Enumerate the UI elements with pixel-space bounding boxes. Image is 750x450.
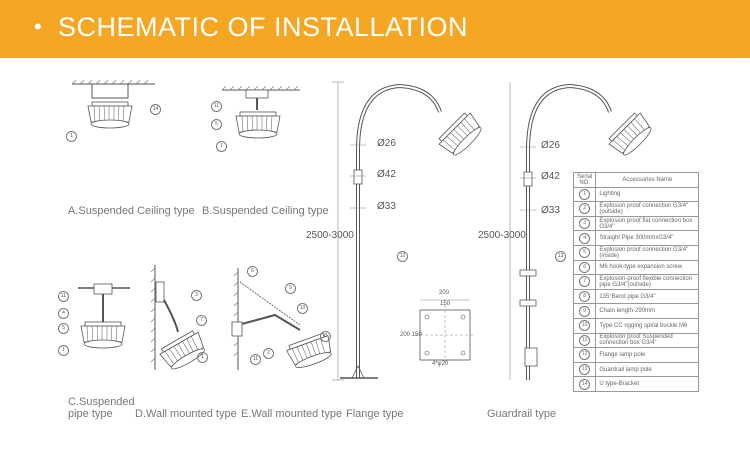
dim-height-guardrail: 2500-3000 xyxy=(478,230,526,241)
legend-row: 10 Type CC rigging spiral buckle M6 xyxy=(572,317,700,334)
callout-a-14: 14 xyxy=(150,104,161,115)
header-bullet: • xyxy=(34,14,42,39)
callout-e-9: 9 xyxy=(285,283,296,294)
legend-serial-number: 12 xyxy=(579,349,591,361)
dim-d26-guardrail: Ø26 xyxy=(541,140,560,151)
legend-serial-number: 5 xyxy=(579,247,591,259)
dim-height-flange: 2500-3000 xyxy=(306,230,354,241)
drawing-flange-pole xyxy=(332,81,487,381)
legend-serial-number: 3 xyxy=(579,218,591,230)
drawing-a-ceiling xyxy=(71,79,155,129)
callout-d-1: 1 xyxy=(197,352,208,363)
legend-serial-number: 4 xyxy=(579,232,591,244)
header-banner: • SCHEMATIC OF INSTALLATION xyxy=(0,0,750,58)
dim-d26-flange: Ø26 xyxy=(377,138,396,149)
caption-g: Guardrail type xyxy=(487,408,557,420)
callout-c-11: 11 xyxy=(58,291,69,302)
legend-row: 3 Explosion proof flat connection box G3/… xyxy=(572,215,700,232)
legend-serial-number: 8 xyxy=(579,291,591,303)
legend-row: 9 Chain length-290mm xyxy=(572,303,700,319)
dim-flange-holes: 4*φ20 xyxy=(432,361,449,367)
legend-accessory-name: M6 hook-type expansion screw xyxy=(595,259,700,276)
drawing-b-ceiling xyxy=(221,85,300,139)
legend-accessory-name: U type-Bracket xyxy=(595,376,700,392)
legend-row: 2 Explosion proof connection G3/4"(outsid… xyxy=(572,201,700,217)
legend-row: 6 M6 hook-type expansion screw xyxy=(572,259,700,276)
dim-d42-guardrail: Ø42 xyxy=(541,171,560,182)
dim-flange-side: 200 150 xyxy=(400,332,422,338)
legend-serial-number: 2 xyxy=(579,203,591,215)
legend-serial-number: 10 xyxy=(579,320,591,332)
callout-g-13: 13 xyxy=(555,251,566,262)
caption-e: E.Wall mounted type xyxy=(241,408,343,420)
legend-accessory-name: Explosion-proof flexible connection pipe… xyxy=(595,274,700,290)
callout-e-11: 11 xyxy=(250,354,261,365)
legend-header-num: Serial NO. xyxy=(572,172,597,188)
legend-header-name: Accessories Name xyxy=(595,172,700,188)
legend-accessory-name: Explosion proof flat connection box G3/4… xyxy=(595,215,700,232)
legend-serial-number: 13 xyxy=(579,364,591,376)
legend-serial-number: 6 xyxy=(579,261,591,273)
legend-accessory-name: Explosion proof connection G3/4"(outside… xyxy=(595,201,700,217)
legend-serial-number: 7 xyxy=(579,276,591,288)
legend-serial-number: 11 xyxy=(579,334,591,346)
callout-d-3: 3 xyxy=(191,290,202,301)
dim-d33-guardrail: Ø33 xyxy=(541,205,560,216)
legend-row: 8 135°Bend pipe G3/4" xyxy=(572,288,700,305)
dimension-ticks xyxy=(350,144,536,211)
legend-accessory-name: Explosion proof Suspended connection box… xyxy=(595,332,700,349)
callout-b-5: 5 xyxy=(211,119,222,130)
legend-accessory-name: 135°Bend pipe G3/4" xyxy=(595,288,700,305)
legend-row: 14 U type-Bracket xyxy=(572,376,700,392)
legend-row: 13 Guardrail lamp pole xyxy=(572,361,700,378)
caption-f: Flange type xyxy=(346,408,404,420)
drawing-c-pipe xyxy=(78,283,130,349)
legend-accessory-name: Chain length-290mm xyxy=(595,303,700,319)
caption-c-line1: C.Suspended xyxy=(68,396,135,408)
legend-row: 7 Explosion-proof flexible connection pip… xyxy=(572,274,700,290)
legend-row: 11 Explosion proof Suspended connection b… xyxy=(572,332,700,349)
legend-serial-number: 14 xyxy=(579,378,591,390)
caption-a: A.Suspended Ceiling type xyxy=(68,205,195,217)
callout-b-1: 1 xyxy=(216,141,227,152)
callout-e-8: 8 xyxy=(320,331,331,342)
callout-c-1: 1 xyxy=(58,345,69,356)
callout-f-12: 12 xyxy=(397,251,408,262)
legend-serial-number: 1 xyxy=(579,188,591,200)
page-title: SCHEMATIC OF INSTALLATION xyxy=(58,12,469,42)
drawing-guardrail-pole xyxy=(509,82,657,380)
callout-d-7: 7 xyxy=(196,315,207,326)
drawing-d-wall xyxy=(150,265,210,374)
legend-row: 4 Straight Pipe 300mmxG3/4" xyxy=(572,230,700,246)
dim-d33-flange: Ø33 xyxy=(377,201,396,212)
legend-row: 1 Lighting xyxy=(572,186,700,203)
legend-accessory-name: Lighting xyxy=(595,186,700,203)
callout-e-10: 10 xyxy=(297,303,308,314)
callout-a-1: 1 xyxy=(66,131,77,142)
legend-header-row: Serial NO. Accessories Name xyxy=(572,172,700,188)
caption-c-line2: pipe type xyxy=(68,408,113,420)
caption-b: B.Suspended Ceiling type xyxy=(202,205,329,217)
drawing-flange-plate xyxy=(415,299,475,365)
legend-row: 12 Flange lamp pole xyxy=(572,347,700,363)
dim-d42-flange: Ø42 xyxy=(377,169,396,180)
legend-accessory-name: Straight Pipe 300mmxG3/4" xyxy=(595,230,700,246)
callout-c-4: 4 xyxy=(58,308,69,319)
drawing-e-wall xyxy=(231,268,336,372)
callout-b-11: 11 xyxy=(211,101,222,112)
legend-accessory-name: Guardrail lamp pole xyxy=(595,361,700,378)
dim-flange-150: 150 xyxy=(440,301,451,307)
legend-accessory-name: Explosion proof connection G3/4"(inside) xyxy=(595,244,700,261)
callout-c-5: 5 xyxy=(58,323,69,334)
dim-flange-200: 200 xyxy=(439,290,450,296)
legend-accessory-name: Flange lamp pole xyxy=(595,347,700,363)
callout-e-6: 6 xyxy=(247,266,258,277)
legend-accessory-name: Type CC rigging spiral buckle M6 xyxy=(595,317,700,334)
callout-e-2: 2 xyxy=(263,348,274,359)
legend-row: 5 Explosion proof connection G3/4"(inside… xyxy=(572,244,700,261)
caption-d: D.Wall mounted type xyxy=(135,408,237,420)
legend-serial-number: 9 xyxy=(579,305,591,317)
